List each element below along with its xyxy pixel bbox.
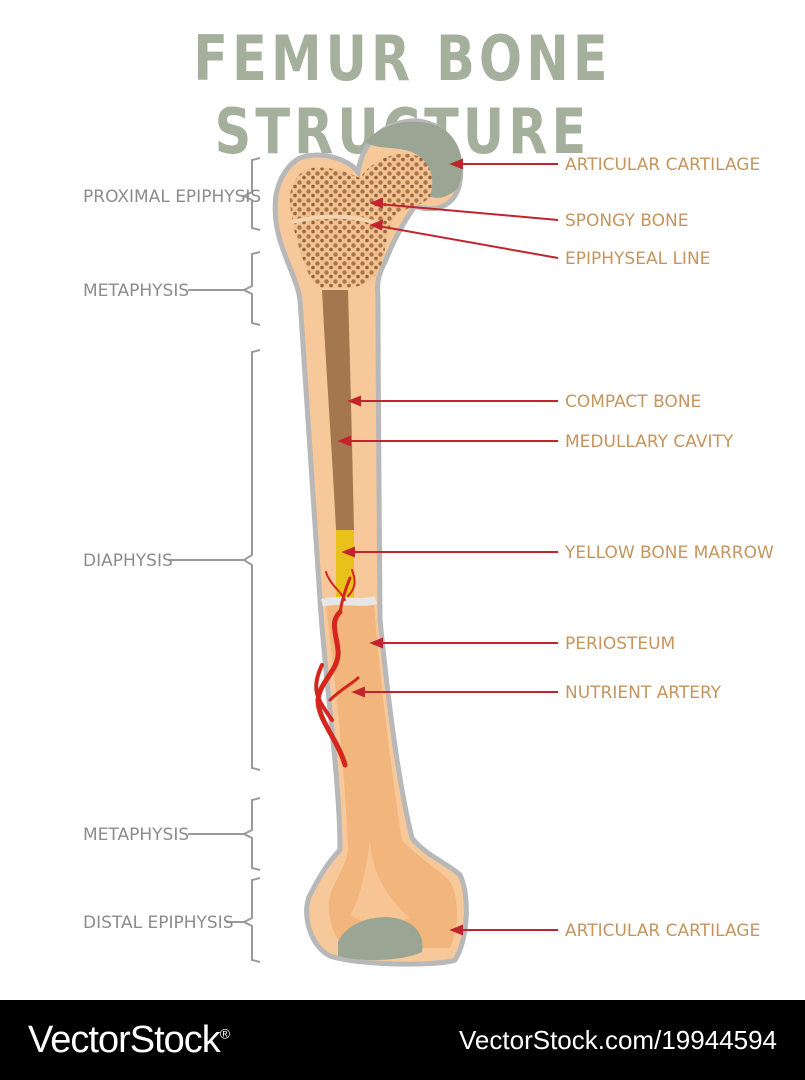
- compact-bone-lower: [326, 605, 458, 948]
- brand-name: VectorStock: [28, 1018, 221, 1061]
- pointer-spongy-bone: [377, 203, 559, 221]
- registered-mark: ®: [219, 1024, 230, 1041]
- footer-bar: VectorStock® VectorStock.com/19944594: [0, 1000, 805, 1080]
- label-yellow-bone-marrow: YELLOW BONE MARROW: [564, 543, 774, 563]
- epiphyseal-line: [291, 214, 381, 226]
- label-proximal-epiphysis: PROXIMAL EPIPHYSIS: [83, 187, 261, 207]
- label-distal-epiphysis: DISTAL EPIPHYSIS: [83, 913, 234, 933]
- nutrient-artery: [314, 569, 360, 768]
- bracket-metaphysis-top: [241, 251, 261, 326]
- footer-url: VectorStock.com/19944594: [459, 1024, 777, 1055]
- label-articular-cartilage-bottom: ARTICULAR CARTILAGE: [565, 921, 760, 941]
- label-compact-bone: COMPACT BONE: [565, 392, 701, 412]
- label-periosteum: PERIOSTEUM: [565, 634, 675, 654]
- label-diaphysis: DIAPHYSIS: [83, 551, 173, 571]
- label-spongy-bone: SPONGY BONE: [565, 211, 688, 231]
- label-epiphyseal-line: EPIPHYSEAL LINE: [565, 249, 710, 269]
- label-medullary-cavity: MEDULLARY CAVITY: [565, 432, 734, 452]
- yellow-bone-marrow: [336, 530, 354, 602]
- label-nutrient-artery: NUTRIENT ARTERY: [565, 683, 722, 703]
- label-metaphysis-bottom: METAPHYSIS: [83, 825, 189, 845]
- articular-cartilage-top: [365, 121, 463, 198]
- left-brackets: [168, 157, 261, 963]
- medullary-cavity: [322, 290, 354, 530]
- right-labels: ARTICULAR CARTILAGE SPONGY BONE EPIPHYSE…: [564, 155, 774, 941]
- bracket-diaphysis: [242, 349, 261, 771]
- label-articular-cartilage-top: ARTICULAR CARTILAGE: [565, 155, 760, 175]
- pointer-epiphyseal-line: [377, 225, 559, 259]
- label-metaphysis-top: METAPHYSIS: [83, 281, 189, 301]
- cross-section-cut: [320, 596, 378, 607]
- distal-epiphysis-shape: [350, 840, 410, 923]
- bracket-metaphysis-bottom: [241, 797, 261, 871]
- left-labels: PROXIMAL EPIPHYSIS METAPHYSIS DIAPHYSIS …: [83, 187, 261, 933]
- pointer-lines: [337, 158, 559, 936]
- articular-cartilage-bottom: [338, 917, 423, 961]
- bracket-proximal-epiphysis: [241, 157, 261, 231]
- femur-diagram: PROXIMAL EPIPHYSIS METAPHYSIS DIAPHYSIS …: [83, 118, 774, 967]
- footer-brand: VectorStock®: [28, 1018, 230, 1062]
- bracket-distal-epiphysis: [241, 877, 261, 963]
